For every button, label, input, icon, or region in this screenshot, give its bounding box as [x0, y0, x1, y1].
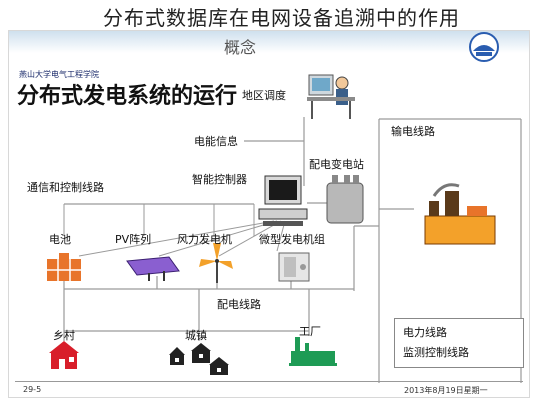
village-house-icon	[49, 341, 79, 369]
label-smart-controller: 智能控制器	[192, 173, 247, 186]
label-transmission-line: 输电线路	[391, 125, 435, 138]
institution-name: 燕山大学电气工程学院	[19, 70, 99, 79]
computer-icon	[258, 175, 308, 226]
footer-date: 2013年8月19日星期一	[404, 386, 488, 395]
micro-turbine-icon	[278, 252, 310, 282]
page-title: 分布式数据库在电网设备追溯中的作用	[103, 6, 460, 30]
factory-icon	[289, 337, 337, 366]
label-distribution-line: 配电线路	[217, 298, 261, 311]
transformer-icon	[326, 175, 364, 224]
label-regional-dispatch: 地区调度	[242, 89, 286, 102]
label-power-info: 电能信息	[194, 135, 238, 148]
footer-page-number: 29-5	[23, 385, 42, 394]
label-town: 城镇	[185, 329, 207, 342]
monitor-line-battery	[78, 220, 275, 257]
label-distribution-substation: 配电变电站	[309, 158, 364, 171]
footer-divider	[15, 381, 523, 382]
label-battery: 电池	[49, 233, 71, 246]
label-wind-turbine: 风力发电机	[177, 233, 232, 246]
town-houses-icon	[169, 343, 229, 375]
monitor-line-wind	[218, 220, 282, 257]
slide-header-title: 概念	[224, 38, 257, 57]
power-plant-icon	[424, 183, 496, 245]
wind-turbine-icon	[199, 243, 233, 283]
legend: 电力线路 监测控制线路	[394, 318, 524, 368]
battery-icon	[47, 253, 81, 281]
label-pv-array: PV阵列	[115, 233, 152, 246]
monitor-line-pv	[158, 220, 278, 257]
label-micro-turbine: 微型发电机组	[259, 233, 325, 246]
label-comm-control-line: 通信和控制线路	[27, 181, 104, 194]
pv-panel-icon	[126, 256, 180, 281]
legend-monitor-control-label: 监测控制线路	[403, 346, 469, 359]
label-village: 乡村	[53, 329, 75, 342]
legend-power-line-label: 电力线路	[403, 326, 447, 339]
dispatcher-icon	[307, 74, 355, 119]
slide-header-band	[9, 31, 529, 53]
diagram-title: 分布式发电系统的运行	[17, 84, 238, 109]
diagram-canvas	[47, 74, 522, 383]
slide: 概念 燕山大学电气工程学院 分布式发电系统的运行	[8, 30, 530, 398]
label-factory: 工厂	[299, 325, 321, 338]
university-logo-icon	[469, 32, 499, 62]
